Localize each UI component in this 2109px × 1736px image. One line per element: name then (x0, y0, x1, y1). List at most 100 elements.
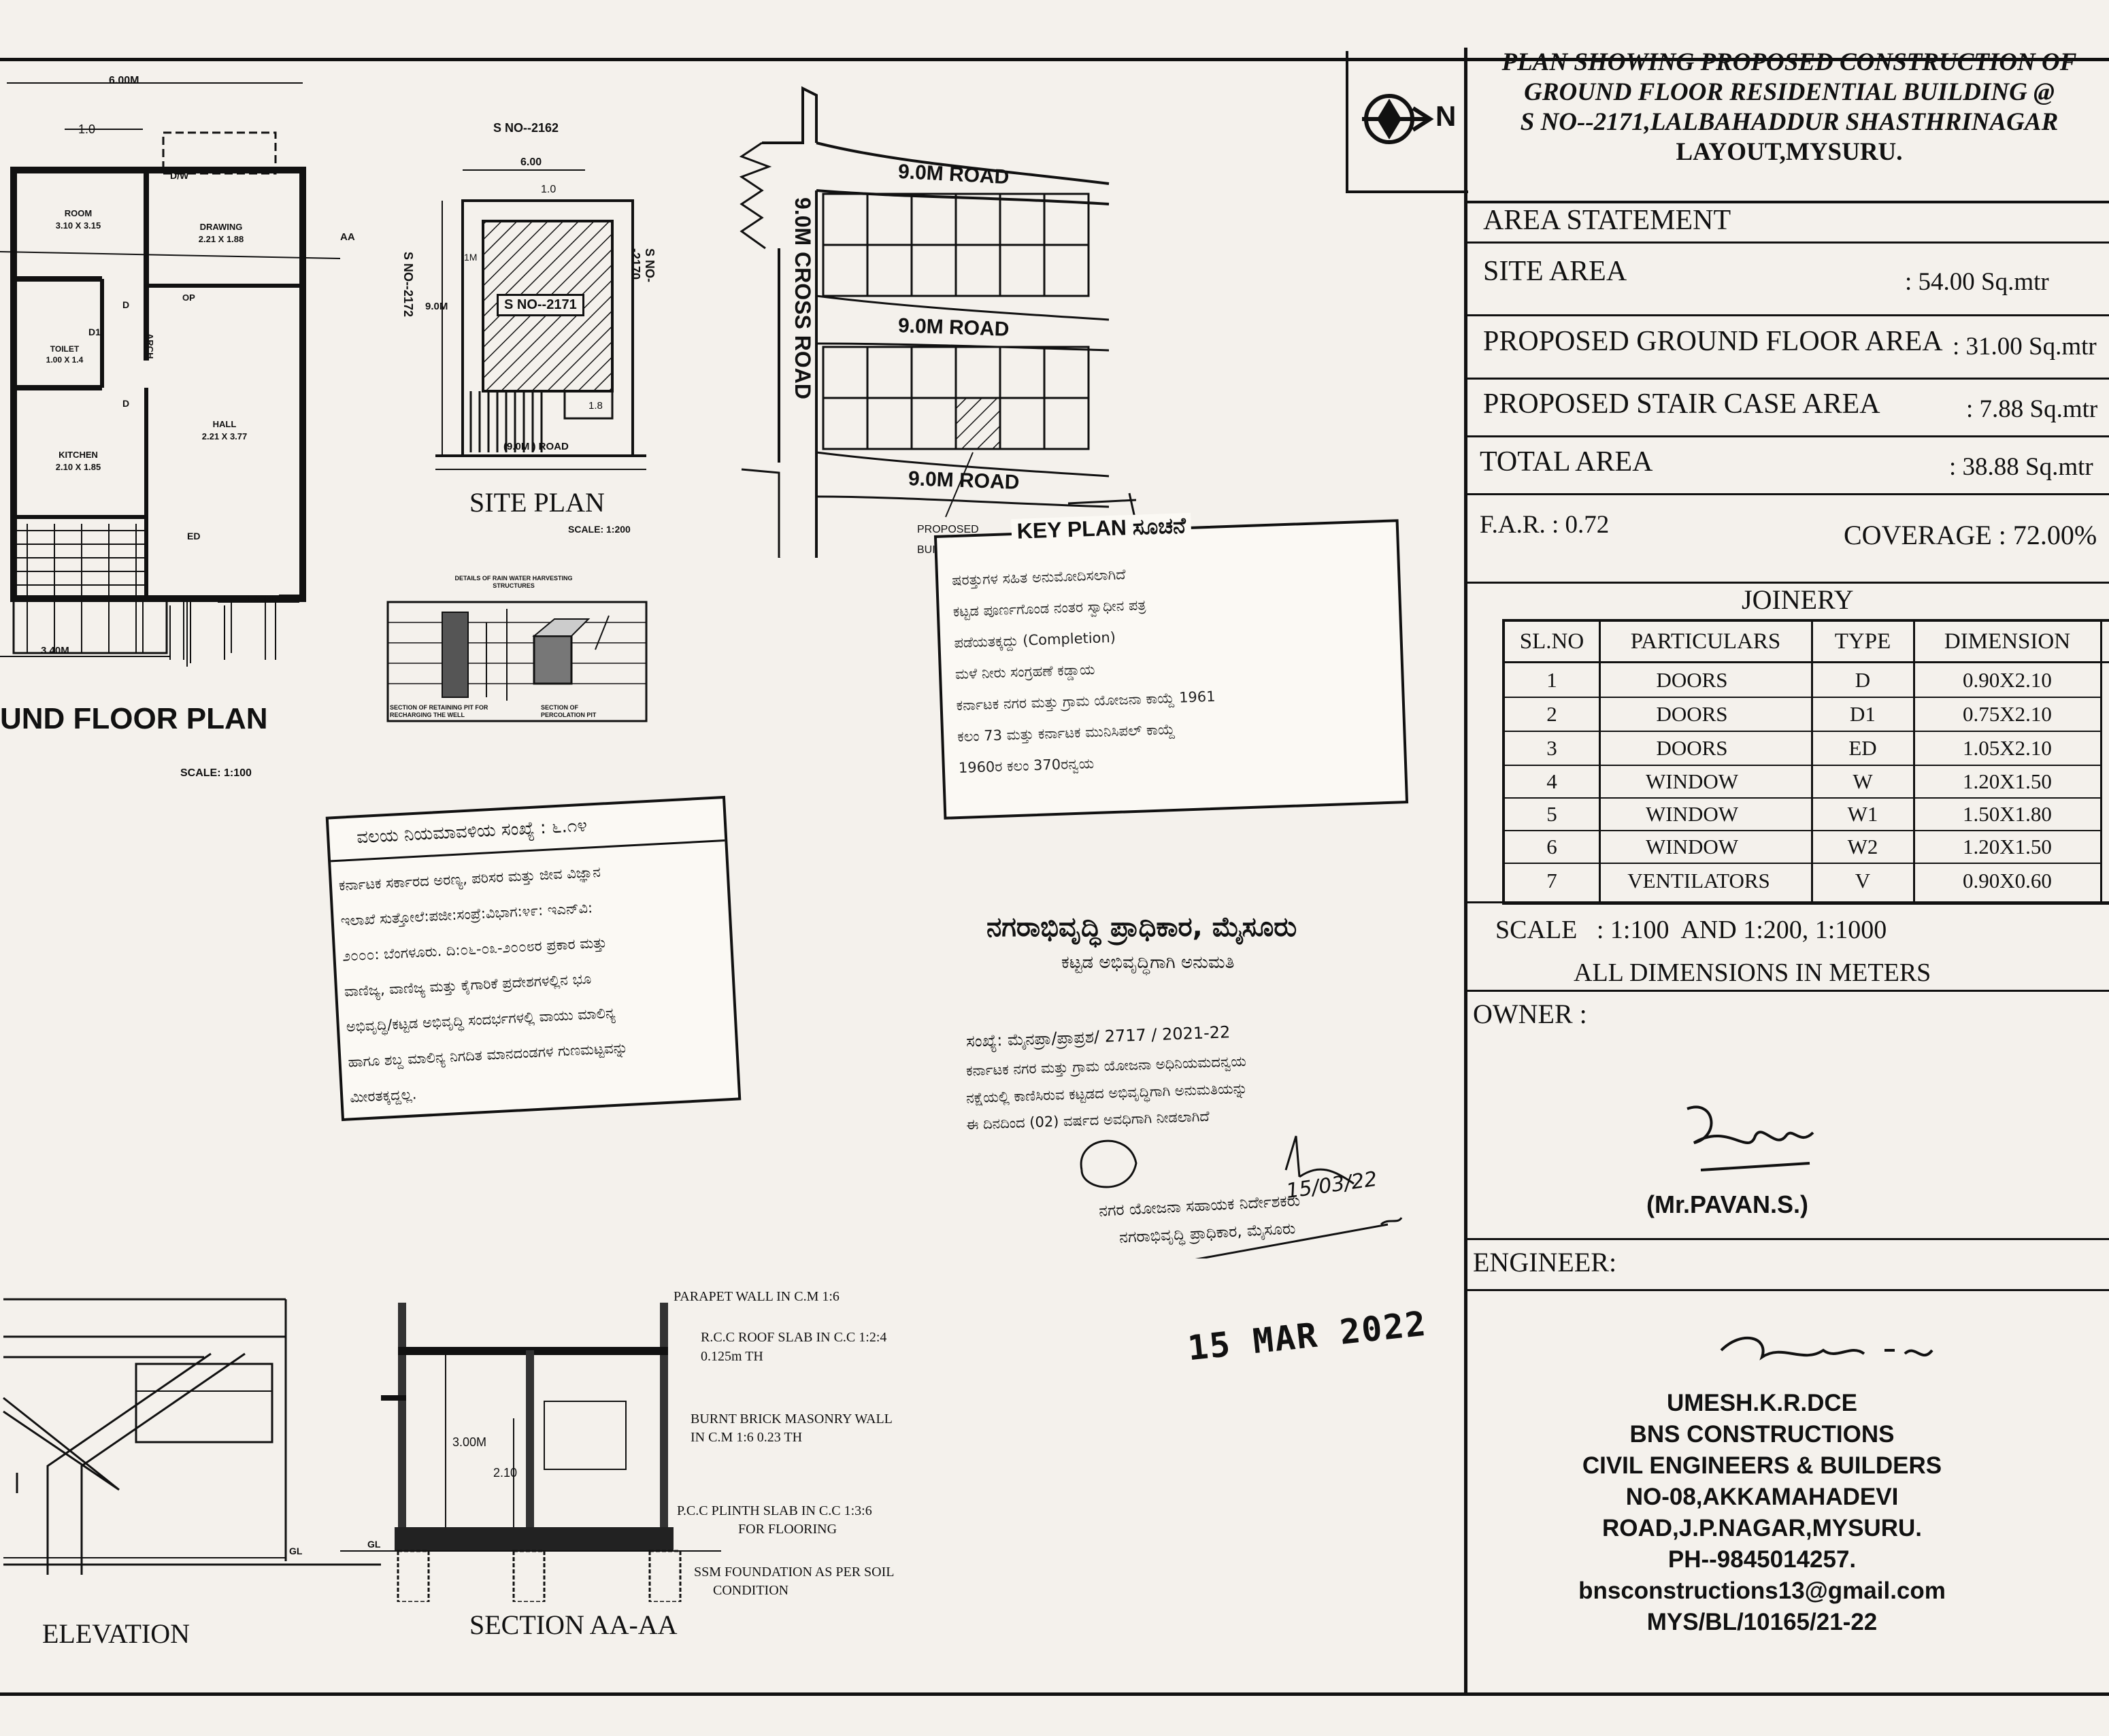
muda-stamp: ನಗರಾಭಿವೃದ್ಧಿ ಪ್ರಾಧಿಕಾರ, ಮೈಸೂರು ಕಟ್ಟಡ ಅಭಿ… (959, 905, 1422, 1286)
frame-bottom (0, 1692, 2109, 1696)
owner-rule (1464, 1238, 2109, 1240)
muda-line-2: ಕರ್ನಾಟಕ ನಗರ ಮತ್ತು ಗ್ರಾಮ ಯೋಜನಾ ಅಧಿನಿಯಮದನ್… (965, 1052, 1247, 1080)
total-area-label: TOTAL AREA (1480, 446, 1653, 478)
label-arch: ARCH (145, 333, 155, 359)
rain-water-detail: DETAILS OF RAIN WATER HARVESTING STRUCTU… (384, 575, 650, 738)
total-area-value: : 38.88 Sq.mtr (1949, 453, 2093, 481)
section-aa: GL 3.00M 2.10 PARAPET WALL IN C.M 1:6 R.… (340, 1289, 952, 1670)
site-road: (9.0M ) ROAD (503, 441, 569, 452)
far-text: F.A.R. : 0.72 (1480, 511, 1610, 539)
label-d1: D1 (88, 327, 101, 337)
area-row-site: SITE AREA : 54.00 Sq.mtr (1483, 255, 2102, 310)
muda-line-3: ನಕ್ಷೆಯಲ್ಲಿ ಕಾಣಿಸಿರುವ ಕಟ್ಟಡದ ಅಭಿವೃದ್ಧಿಗಾಗ… (965, 1080, 1248, 1107)
title-block: PLAN SHOWING PROPOSED CONSTRUCTION OF GR… (1469, 48, 2109, 201)
engineer-signature-icon (1720, 1337, 1933, 1361)
owner-label: OWNER : (1473, 999, 1587, 1029)
joinery-bottom-rule (1464, 901, 2109, 903)
site-plan-scale: SCALE: 1:200 (568, 524, 631, 535)
site-right-no: S NO--2170 (629, 248, 657, 283)
toilet-label: TOILET 1.00 X 1.4 (46, 344, 84, 365)
drawing-label: DRAWING 2.21 X 1.88 (198, 222, 244, 244)
rwh-title: DETAILS OF RAIN WATER HARVESTING STRUCTU… (454, 575, 573, 589)
label-d-b: D (122, 398, 130, 409)
site-plan-title: SITE PLAN (469, 487, 605, 518)
stair-area-value: : 7.88 Sq.mtr (1966, 395, 2098, 423)
area-row-total: TOTAL AREA : 38.88 Sq.mtr (1480, 446, 2099, 500)
title-line-1: PLAN SHOWING PROPOSED CONSTRUCTION OF (1501, 48, 2077, 76)
stair-area-label: PROPOSED STAIR CASE AREA (1483, 388, 1880, 420)
dimension-note: ALL DIMENSIONS IN METERS (1574, 958, 1931, 987)
ground-floor-area-label: PROPOSED GROUND FLOOR AREA (1483, 326, 1943, 357)
note-pcc: P.C.C PLINTH SLAB IN C.C 1:3:6 (677, 1503, 872, 1518)
ground-floor-area-value: : 31.00 Sq.mtr (1953, 333, 2097, 361)
north-label: N (1435, 100, 1457, 132)
dims-rule (1464, 990, 2109, 992)
section-mark: AA (340, 231, 355, 243)
kitchen-label: KITCHEN 2.10 X 1.85 (55, 450, 101, 472)
key-plan: 9.0M ROAD 9.0M ROAD 9.0M ROAD 9.0M CROSS… (728, 82, 1136, 571)
dim-bottom: 3.40M (41, 645, 69, 656)
dim-1: 1.0 (78, 122, 96, 136)
label-op: OP (182, 293, 195, 303)
engineer-rule (1464, 1289, 2109, 1291)
elevation-title: ELEVATION (42, 1618, 190, 1649)
label-dw: D/W (170, 170, 189, 181)
area-top-rule (1464, 201, 2109, 203)
muda-sub: ಕಟ್ಟಡ ಅಭಿವೃದ್ಧಿಗಾಗಿ ಅನುಮತಿ (1061, 952, 1235, 973)
frame-divider (1464, 48, 1467, 1694)
site-dim-9: 9.0M (425, 301, 448, 312)
site-dim-width: 6.00 (520, 156, 542, 168)
dim-180: 1.80M (245, 593, 273, 605)
key-road-bottom: 9.0M ROAD (908, 467, 1020, 494)
muda-signature-icon (1080, 1135, 1403, 1258)
note-ssm: SSM FOUNDATION AS PER SOIL (694, 1565, 895, 1580)
note-parapet: PARAPET WALL IN C.M 1:6 (674, 1289, 840, 1304)
section-h300: 3.00M (452, 1435, 487, 1449)
key-proposed: PROPOSED (917, 524, 979, 535)
area-heading-rule (1464, 241, 2109, 244)
site-dim-1: 1.0 (541, 184, 557, 195)
area-rule-3 (1464, 435, 2109, 437)
key-plan-stamp: KEY PLAN ಸೂಚನೆ ಷರತ್ತುಗಳ ಸಹಿತ ಅನುಮೋದಿಸಲಾಗ… (933, 512, 1409, 820)
north-arrow-icon (1362, 94, 1434, 144)
site-no-top: S NO--2162 (493, 121, 559, 135)
note-pcc-2: FOR FLOORING (738, 1522, 837, 1537)
title-line-3: S NO--2171,LALBAHADDUR SHASTHRINAGAR (1520, 108, 2059, 136)
area-rule-2 (1464, 378, 2109, 380)
muda-ref: ಸಂಖ್ಯೆ: ಮೈನಪ್ರಾ/ಪ್ರಾಪ್ರಶ/ 2717 / 2021-22 (965, 1022, 1231, 1051)
section-h210: 2.10 (493, 1466, 518, 1480)
area-rule-5 (1464, 582, 2109, 584)
col-type: TYPE (1834, 629, 1891, 654)
label-ed: ED (187, 531, 201, 541)
note-brick: BURNT BRICK MASONRY WALL (691, 1412, 893, 1426)
engineer-block: UMESH.K.R.DCE BNS CONSTRUCTIONS CIVIL EN… (1578, 1390, 1946, 1635)
scale-note: SCALE : 1:100 AND 1:200, 1:1000 (1495, 916, 1887, 944)
elevation: GL ELEVATION (0, 1289, 381, 1670)
joinery-heading: JOINERY (1742, 584, 1854, 615)
site-plan: S NO--2162 6.00 1.0 1M (395, 116, 694, 551)
frame-top (0, 58, 2109, 61)
site-dim-1m: 1M (464, 252, 478, 263)
elevation-gl: GL (289, 1546, 303, 1556)
hall-label: HALL 2.21 X 3.77 (201, 419, 248, 441)
site-dim-18: 1.8 (588, 400, 603, 412)
key-stamp-text: ಷರತ್ತುಗಳ ಸಹಿತ ಅನುಮೋದಿಸಲಾಗಿದೆ ಕಟ್ಟಡ ಪೂರ್ಣ… (951, 566, 1216, 776)
north-arrow-box: N (1346, 51, 1468, 193)
col-slno: SL.NO (1519, 629, 1584, 654)
col-particulars: PARTICULARS (1630, 629, 1781, 654)
area-rule-4 (1464, 493, 2109, 495)
ground-floor-plan: 6.00M 1.0 AA D/W ROOM 3.10 X 3.15 DRAWIN… (0, 68, 381, 789)
dim-top: 6.00M (109, 75, 139, 86)
note-ssm-2: CONDITION (713, 1583, 789, 1598)
site-no-box: S NO--2171 (497, 294, 584, 316)
label-d-a: D (122, 299, 130, 310)
note-brick-2: IN C.M 1:6 0.23 TH (691, 1430, 803, 1445)
site-area-value: : 54.00 Sq.mtr (1905, 268, 2049, 296)
area-row-stair: PROPOSED STAIR CASE AREA : 7.88 Sq.mtr (1483, 388, 2102, 442)
owner-name: (Mr.PAVAN.S.) (1646, 1190, 1809, 1218)
site-area-label: SITE AREA (1483, 256, 1627, 287)
note-rcc: R.C.C ROOF SLAB IN C.C 1:2:4 (701, 1330, 887, 1345)
rwh-right-caption: SECTION OF PERCOLATION PIT (541, 704, 597, 718)
rwh-left-caption: SECTION OF RETAINING PIT FOR RECHARGING … (390, 704, 488, 718)
